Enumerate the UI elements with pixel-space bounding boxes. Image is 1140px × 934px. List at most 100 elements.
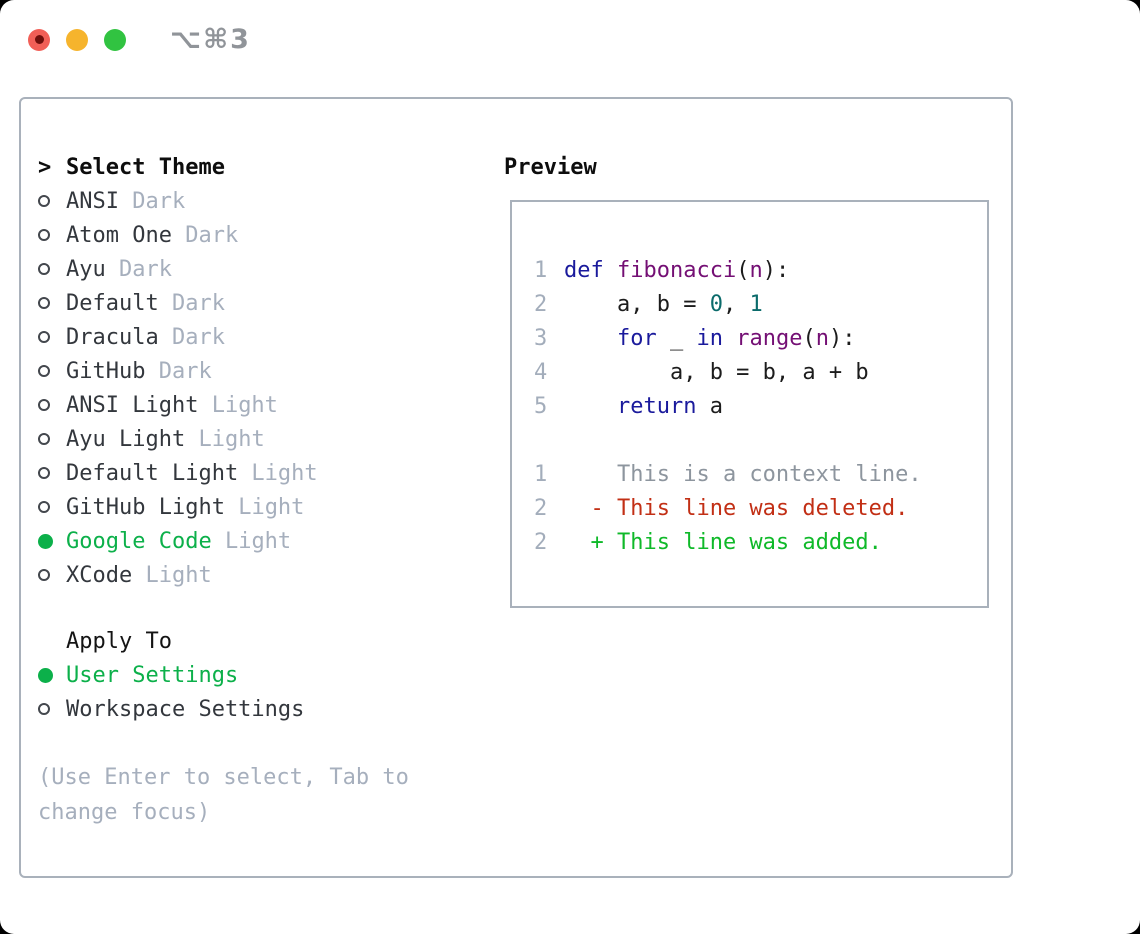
apply-option[interactable]: User Settings (38, 658, 468, 692)
code-token: ( (802, 325, 816, 351)
code-token: , (722, 291, 750, 317)
option-variant-tag: Dark (158, 290, 225, 316)
line-number: 2 (534, 495, 548, 521)
radio-icon (38, 195, 66, 207)
theme-option[interactable]: Dracula Dark (38, 320, 468, 354)
theme-option[interactable]: Default Light Light (38, 456, 468, 490)
option-variant-tag: Dark (171, 222, 239, 248)
titlebar: ⌥⌘3 (28, 24, 251, 55)
option-variant-tag: Light (132, 562, 212, 588)
radio-icon (38, 433, 66, 445)
code-line: 4 a, b = b, a + b (534, 355, 987, 389)
select-theme-title: Select Theme (66, 154, 225, 180)
apply-to-header-row: Apply To (38, 624, 468, 658)
option-label: Default Light (66, 460, 239, 486)
line-number: 3 (534, 325, 548, 351)
code-token: ( (736, 257, 750, 283)
code-token: - This line was deleted. (564, 495, 909, 521)
code-token: range (736, 325, 803, 351)
option-label: Ayu (66, 256, 106, 282)
apply-option[interactable]: Workspace Settings (38, 692, 468, 726)
option-label: Atom One (66, 222, 172, 248)
theme-option[interactable]: Atom One Dark (38, 218, 468, 252)
radio-icon (38, 501, 66, 513)
line-number: 2 (534, 529, 548, 555)
theme-option[interactable]: ANSI Dark (38, 184, 468, 218)
code-token: ): (828, 325, 856, 351)
option-label: Dracula (66, 324, 159, 350)
minimize-button-icon[interactable] (66, 28, 88, 51)
zoom-button-icon[interactable] (104, 28, 126, 51)
code-token: return (616, 393, 697, 419)
code-token (723, 326, 736, 351)
option-label: User Settings (66, 662, 239, 688)
code-line: 2 - This line was deleted. (534, 491, 987, 525)
line-number: 4 (534, 359, 548, 385)
option-label: Default (66, 290, 159, 316)
theme-option[interactable]: Ayu Light Light (38, 422, 468, 456)
code-token (564, 394, 617, 419)
close-dot-icon (34, 35, 44, 44)
code-token: a (696, 393, 723, 419)
theme-option[interactable]: GitHub Light Light (38, 490, 468, 524)
radio-icon (38, 703, 66, 715)
theme-option[interactable]: Default Dark (38, 286, 468, 320)
window-shortcut-label: ⌥⌘3 (170, 24, 251, 55)
option-variant-tag: Light (185, 426, 265, 452)
code-token: in (696, 325, 723, 351)
theme-option[interactable]: Google Code Light (38, 524, 468, 558)
radio-icon (38, 569, 66, 581)
theme-option[interactable]: XCode Light (38, 558, 468, 592)
code-token: + This line was added. (564, 529, 882, 555)
line-number: 1 (534, 257, 548, 283)
radio-icon (38, 297, 66, 309)
radio-selected-icon (38, 667, 66, 683)
code-token (564, 326, 617, 351)
theme-option[interactable]: Ayu Dark (38, 252, 468, 286)
code-token: _ (656, 325, 697, 351)
code-token: This is a context line. (564, 461, 922, 487)
code-token: def (564, 257, 604, 283)
option-variant-tag: Light (224, 494, 305, 520)
option-label: ANSI (66, 188, 119, 214)
select-theme-header-row: > Select Theme (38, 150, 468, 184)
radio-icon (38, 229, 66, 241)
close-button-icon[interactable] (28, 28, 50, 51)
theme-option[interactable]: GitHub Dark (38, 354, 468, 388)
focus-cursor-icon: > (38, 154, 52, 180)
traffic-lights (28, 28, 126, 51)
option-label: Workspace Settings (66, 696, 305, 722)
option-variant-tag: Dark (105, 256, 172, 282)
option-label: XCode (66, 562, 133, 588)
option-label: Google Code (66, 528, 212, 554)
line-number: 1 (534, 461, 548, 487)
code-line: 5 return a (534, 389, 987, 423)
code-line: 1 This is a context line. (534, 457, 987, 491)
line-number: 5 (534, 393, 548, 419)
radio-icon (38, 467, 66, 479)
radio-icon (38, 399, 66, 411)
radio-icon (38, 365, 66, 377)
option-variant-tag: Dark (158, 324, 225, 350)
code-token: 0 (709, 291, 723, 317)
option-label: GitHub (66, 358, 146, 384)
code-line: 2 + This line was added. (534, 525, 987, 559)
radio-icon (38, 331, 66, 343)
theme-option[interactable]: ANSI Light Light (38, 388, 468, 422)
code-token (604, 258, 617, 283)
preview-title: Preview (504, 154, 597, 180)
option-variant-tag: Dark (145, 358, 212, 384)
code-token: 1 (749, 291, 763, 317)
option-variant-tag: Dark (118, 188, 186, 214)
code-token: ): (762, 257, 790, 283)
code-token: for (616, 325, 657, 351)
